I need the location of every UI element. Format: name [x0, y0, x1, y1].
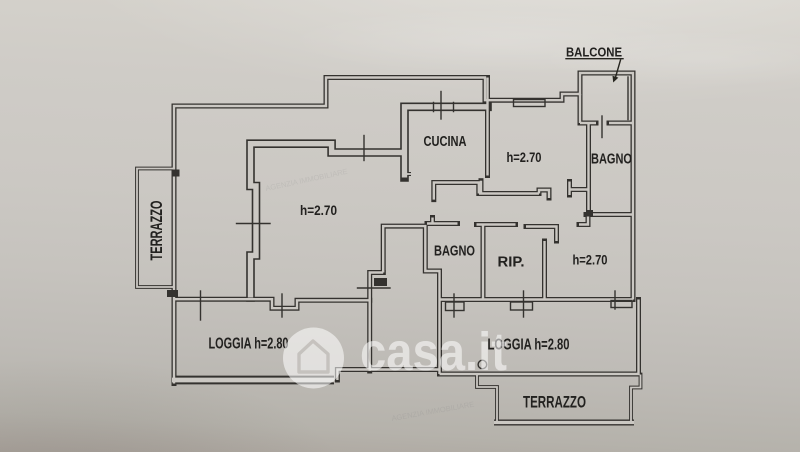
- svg-text:AGENZIA IMMOBILIARE: AGENZIA IMMOBILIARE: [391, 400, 475, 423]
- svg-text:LOGGIA h=2.80: LOGGIA h=2.80: [209, 336, 289, 353]
- svg-text:h=2.70: h=2.70: [507, 149, 542, 165]
- svg-text:RIP.: RIP.: [498, 255, 525, 271]
- svg-text:BAGNO: BAGNO: [591, 152, 632, 168]
- svg-text:BALCONE: BALCONE: [566, 45, 622, 60]
- svg-text:LOGGIA h=2.80: LOGGIA h=2.80: [488, 337, 570, 354]
- svg-text:h=2.70: h=2.70: [300, 202, 337, 218]
- svg-text:CUCINA: CUCINA: [424, 134, 467, 150]
- svg-text:h=2.70: h=2.70: [573, 252, 608, 268]
- svg-text:TERRAZZO: TERRAZZO: [148, 200, 166, 260]
- svg-text:TERRAZZO: TERRAZZO: [523, 393, 586, 412]
- svg-text:BAGNO: BAGNO: [434, 244, 475, 260]
- svg-text:casa.it: casa.it: [360, 322, 507, 382]
- svg-text:AGENZIA IMMOBILIARE: AGENZIA IMMOBILIARE: [265, 167, 349, 193]
